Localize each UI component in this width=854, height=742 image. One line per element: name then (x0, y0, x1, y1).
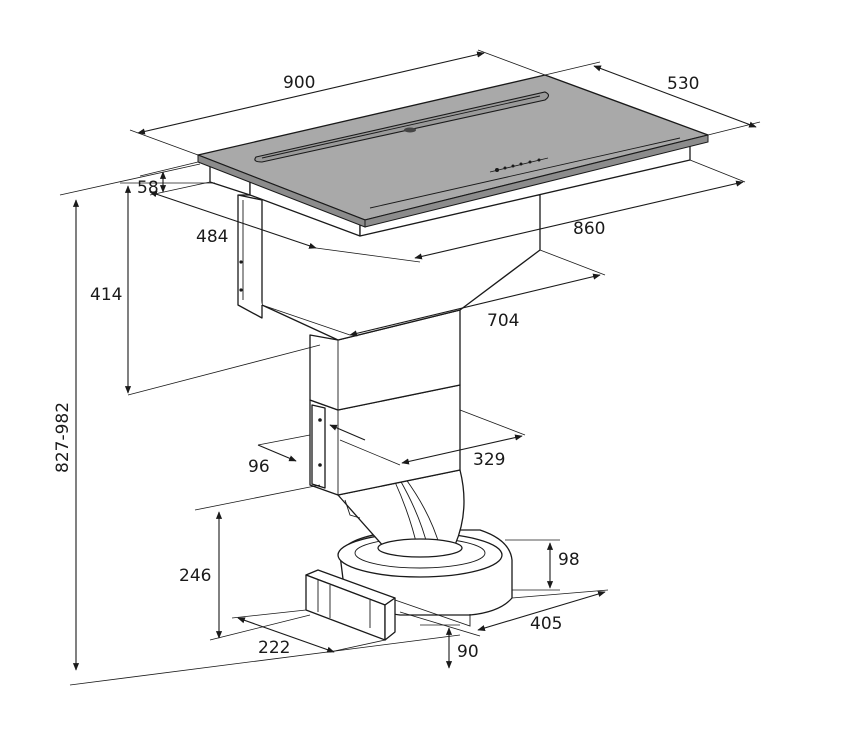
dim-depth-top: 530 (667, 74, 699, 94)
dim-glass-thickness: 58 (137, 178, 159, 198)
dim-upper-height: 414 (90, 285, 122, 305)
dim-duct-depth: 96 (248, 457, 270, 477)
dim-width-top: 900 (283, 73, 315, 93)
dim-duct-width: 704 (487, 311, 519, 331)
dim-outlet-height: 90 (457, 642, 479, 662)
dim-motor-height: 246 (179, 566, 211, 586)
outlet-box (305, 569, 481, 641)
dimension-labels: 900 530 58 484 860 414 704 827-982 96 32… (53, 73, 699, 662)
appliance-outline (197, 74, 709, 641)
dimension-lines (59, 49, 761, 686)
dim-total-height: 827-982 (53, 402, 73, 473)
dim-outlet-width: 222 (258, 638, 290, 658)
dim-lower-width: 329 (473, 450, 505, 470)
dim-cutout-width: 860 (573, 219, 605, 239)
dim-inner-depth: 484 (196, 227, 228, 247)
dim-motor-box-height: 98 (558, 550, 580, 570)
dim-base-depth: 405 (530, 614, 562, 634)
transition-adapter (337, 469, 465, 558)
